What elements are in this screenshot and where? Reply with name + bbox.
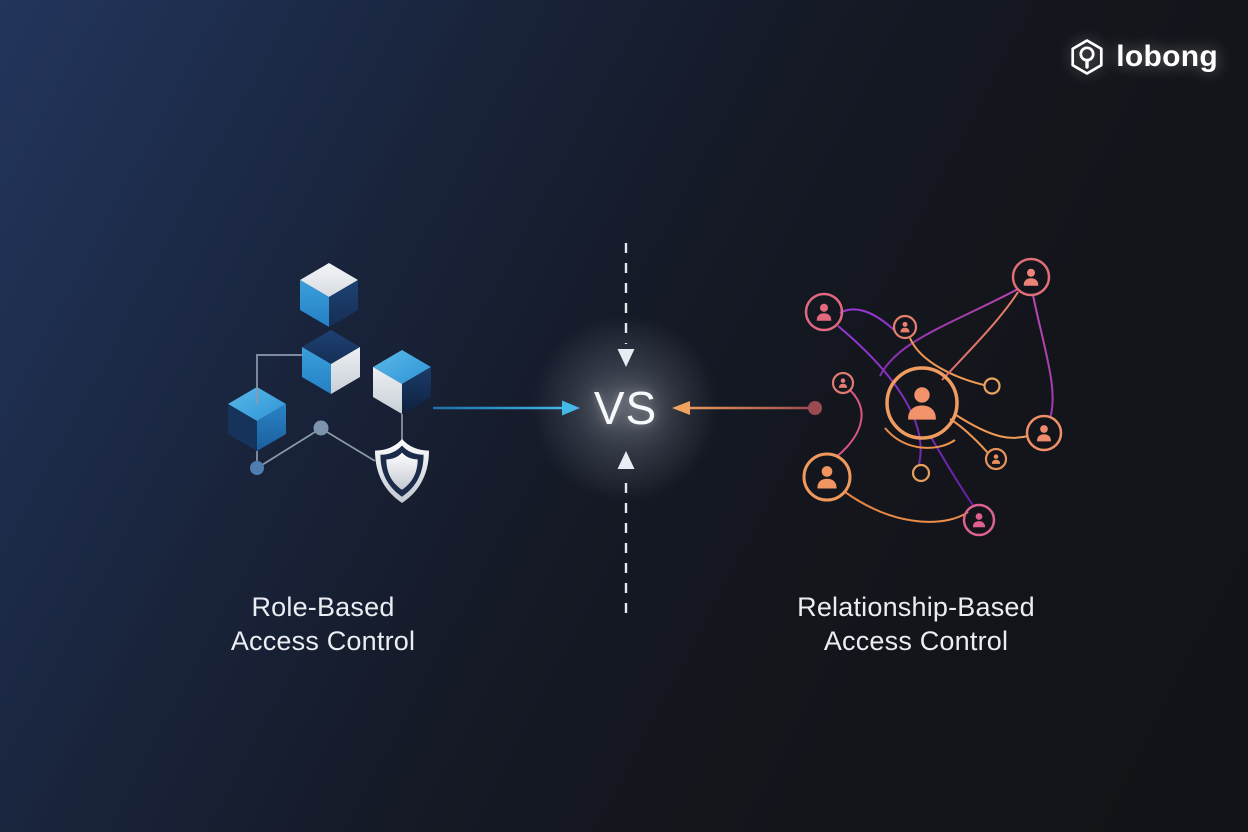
shield-inner [386,452,418,490]
cube-middle [302,330,360,394]
user-ring [1011,257,1051,297]
user-node-left-small [831,371,855,395]
person-icon [991,454,1001,464]
user-node-top-middle [892,314,918,340]
cube-top [300,263,358,327]
relationship-curve [941,291,1019,381]
logo-text: lobong [1116,40,1218,73]
connector-node-dot [250,461,264,475]
connector-line [326,431,376,462]
person-icon [1037,425,1051,442]
user-node-top-left [804,292,844,332]
relationship-curve [835,389,863,458]
user-ring [804,292,844,332]
connector-node-dot [313,420,329,436]
user-ring [802,452,852,502]
person-icon [816,303,832,321]
cube-left-face [300,280,329,327]
orange-arrow-origin-dot [808,401,822,415]
user-node-right [1025,414,1063,452]
rebac-illustration [802,257,1063,537]
left-title-line-1: Role-Based [251,592,395,622]
left-panel-title: Role-Based Access Control [148,590,498,658]
vs-glow [530,313,720,503]
logo: lobong [1068,38,1218,76]
user-node-bottom-right-small [984,447,1008,471]
relationship-curves [835,288,1054,523]
cube-right-face [402,367,431,414]
person-icon [838,378,848,388]
person-icon [900,321,910,333]
relationship-curve [1032,294,1054,419]
user-node-center [885,366,959,440]
right-panel-title: Relationship-Based Access Control [736,590,1096,658]
rbac-illustration [228,263,431,503]
connector-line [261,431,316,466]
relationship-curve [949,418,989,454]
cube-left-face [302,347,331,394]
user-ring [1025,414,1063,452]
user-ring [962,503,996,537]
user-node-bottom [962,503,996,537]
user-ring [831,371,855,395]
person-icon [1023,268,1039,286]
right-title-line-2: Access Control [823,626,1009,656]
cube-right-face [331,347,360,394]
relationship-curve [844,491,969,523]
user-ring [885,366,959,440]
arrow-down-icon [617,349,635,367]
person-icon [972,513,986,528]
center-divider [433,243,822,621]
empty-node-right [983,377,1001,395]
vs-label: VS [593,382,658,434]
user-node-top-right [1011,257,1051,297]
cube-right [373,350,431,414]
cube-left-face [373,367,402,414]
empty-node-bottom-middle [911,463,931,483]
user-node-bottom-left [802,452,852,502]
shield-icon [375,439,429,503]
cube-left-face [228,404,257,451]
logo-hexagon-icon [1068,38,1106,76]
cube-right-face [329,280,358,327]
blue-arrow-head-icon [562,400,580,416]
relationship-curve [909,337,985,386]
connector-line [256,354,302,404]
relationship-curve [929,435,975,508]
relationship-curve [955,414,1029,439]
user-ring [892,314,918,340]
relationship-curve [879,288,1019,377]
orange-arrow-head-icon [672,401,690,415]
cube-connectors [256,354,403,466]
user-ring [984,447,1008,471]
arrow-up-icon [617,451,635,469]
right-title-line-1: Relationship-Based [797,592,1035,622]
left-title-line-2: Access Control [230,626,416,656]
relationship-curve [884,427,956,449]
person-icon [908,387,936,420]
person-icon [817,466,837,489]
cube-right-face [257,404,286,451]
relationship-curve [839,308,895,331]
vs-glow-halo [530,313,720,503]
